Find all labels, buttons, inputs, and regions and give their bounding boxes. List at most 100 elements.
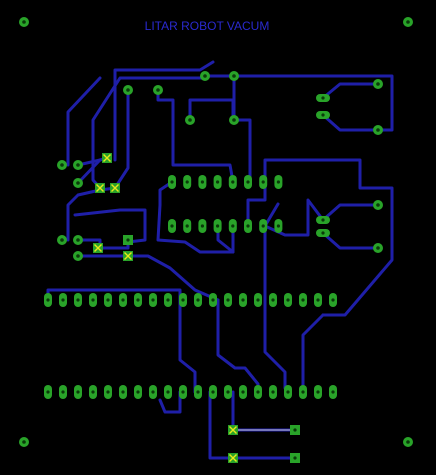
pad-hole: [136, 390, 140, 394]
trace: [232, 74, 252, 184]
pad-hole: [276, 224, 280, 228]
board-title: LITAR ROBOT VACUM: [145, 19, 270, 33]
pad-hole: [166, 390, 170, 394]
pad-hole: [121, 390, 125, 394]
via-mark: [94, 244, 102, 252]
pad-hole: [321, 96, 325, 100]
pad-hole: [316, 298, 320, 302]
pad-hole: [200, 180, 204, 184]
trace: [156, 88, 235, 184]
pad-hole: [331, 390, 335, 394]
pad-hole: [226, 298, 230, 302]
pad-hole: [256, 390, 260, 394]
trace: [46, 288, 197, 394]
trace: [126, 254, 220, 302]
component-pads: [19, 17, 413, 463]
trace: [263, 224, 287, 390]
pad-hole: [22, 20, 26, 24]
pad-hole: [170, 180, 174, 184]
pad-hole: [91, 390, 95, 394]
pad-hole: [211, 390, 215, 394]
via-mark: [111, 184, 119, 192]
pad-hole: [246, 224, 250, 228]
pad-hole: [156, 88, 160, 92]
trace: [321, 82, 380, 100]
trace: [321, 231, 380, 250]
pad-hole: [76, 298, 80, 302]
pad-hole: [331, 298, 335, 302]
via-mark: [229, 454, 237, 462]
pad-hole: [76, 238, 80, 242]
pad-hole: [106, 390, 110, 394]
trace: [66, 76, 102, 167]
pad-hole: [166, 298, 170, 302]
trace: [203, 74, 394, 132]
pad-hole: [136, 298, 140, 302]
trace: [156, 180, 235, 254]
pad-hole: [22, 440, 26, 444]
pad-hole: [256, 298, 260, 302]
via-mark: [96, 184, 104, 192]
pad-hole: [321, 113, 325, 117]
pad-hole: [46, 390, 50, 394]
pad-hole: [60, 238, 64, 242]
pad-hole: [231, 224, 235, 228]
pad-hole: [376, 203, 380, 207]
pad-hole: [196, 390, 200, 394]
pad-hole: [241, 390, 245, 394]
pad-hole: [376, 128, 380, 132]
pad-hole: [126, 88, 130, 92]
copper-traces: [46, 60, 394, 460]
trace: [113, 88, 130, 190]
pad-hole: [406, 20, 410, 24]
pad-hole: [61, 298, 65, 302]
pad-hole: [126, 238, 130, 242]
pad-hole: [316, 390, 320, 394]
pad-hole: [286, 390, 290, 394]
pad-hole: [76, 181, 80, 185]
pad-hole: [226, 390, 230, 394]
pad-hole: [216, 224, 220, 228]
pad-hole: [321, 218, 325, 222]
pad-hole: [301, 298, 305, 302]
trace: [208, 390, 297, 460]
pad-hole: [76, 254, 80, 258]
pad-hole: [151, 390, 155, 394]
pad-hole: [185, 224, 189, 228]
pad-hole: [232, 118, 236, 122]
trace: [321, 113, 380, 132]
pad-hole: [211, 298, 215, 302]
pad-hole: [203, 74, 207, 78]
pad-hole: [261, 224, 265, 228]
pad-hole: [271, 298, 275, 302]
pad-hole: [170, 224, 174, 228]
pad-hole: [181, 390, 185, 394]
via-mark: [229, 426, 237, 434]
pad-hole: [301, 390, 305, 394]
trace: [158, 390, 182, 414]
pad-hole: [61, 390, 65, 394]
pad-hole: [151, 298, 155, 302]
pad-hole: [196, 298, 200, 302]
trace: [73, 208, 147, 244]
trace: [321, 203, 380, 222]
pad-hole: [293, 456, 297, 460]
pad-hole: [376, 82, 380, 86]
pad-hole: [76, 390, 80, 394]
pad-hole: [232, 74, 236, 78]
trace: [246, 158, 394, 317]
pad-hole: [200, 224, 204, 228]
pad-hole: [261, 180, 265, 184]
pad-hole: [46, 298, 50, 302]
pad-hole: [231, 180, 235, 184]
pad-hole: [76, 163, 80, 167]
pad-hole: [106, 298, 110, 302]
pad-hole: [271, 390, 275, 394]
trace: [263, 202, 280, 228]
pad-hole: [406, 440, 410, 444]
pad-hole: [121, 298, 125, 302]
trace: [113, 60, 215, 162]
pad-hole: [91, 298, 95, 302]
pad-hole: [188, 118, 192, 122]
pad-hole: [241, 298, 245, 302]
